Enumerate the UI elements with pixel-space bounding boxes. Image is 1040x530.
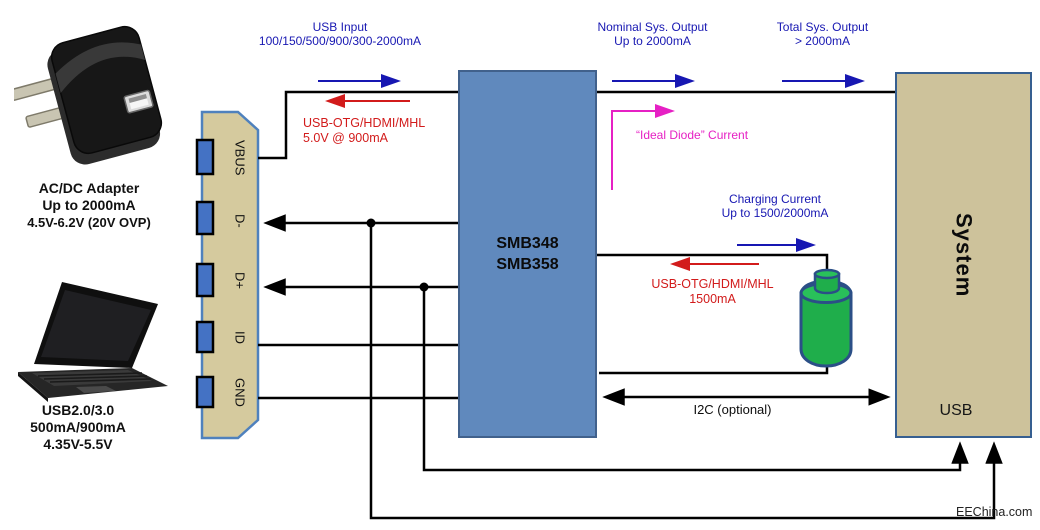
laptop-caption-line2: 500mA/900mA [30,419,126,435]
label-ideal-diode: “Ideal Diode” Current [636,128,749,142]
pin-id [195,320,215,354]
label-otg-top-line1: USB-OTG/HDMI/MHL [303,116,426,130]
wire-battery-return [599,360,829,375]
junction-dot-dplus [419,282,429,292]
label-charging-line2: Up to 1500/2000mA [721,206,829,220]
pin-label-dplus: D+ [232,271,248,289]
laptop-caption-line3: 4.35V-5.5V [43,436,113,452]
label-otg-top: USB-OTG/HDMI/MHL 5.0V @ 900mA [303,116,463,146]
laptop-image [18,282,168,402]
label-otg-mid-line2: 1500mA [689,292,736,306]
battery-icon [799,268,853,368]
pin-label-id: ID [232,330,248,344]
label-nominal-output: Nominal Sys. Output Up to 2000mA [570,20,735,48]
charger-ic-block: SMB348 SMB358 [458,70,597,438]
watermark: EEChina.com [956,505,1033,519]
laptop-touchpad [76,386,116,393]
label-usb-input: USB Input 100/150/500/900/300-2000mA [240,20,440,48]
label-charging-line1: Charging Current [728,192,822,206]
label-nominal-line2: Up to 2000mA [614,34,691,48]
pin-label-gnd: GND [232,377,248,407]
pin-dminus [195,200,215,236]
label-otg-mid: USB-OTG/HDMI/MHL 1500mA [645,277,780,307]
system-title: System [951,212,977,298]
pin-vbus [195,138,215,176]
adapter-caption-line2: Up to 2000mA [42,197,136,213]
adapter-caption-line3: 4.5V-6.2V (20V OVP) [27,215,151,230]
pin-label-vbus: VBUS [232,140,248,176]
ac-adapter-image [14,25,163,165]
pin-label-dminus: D- [232,214,248,228]
label-total-output: Total Sys. Output > 2000mA [745,20,900,48]
label-usb-input-line2: 100/150/500/900/300-2000mA [258,34,422,48]
label-otg-top-line2: 5.0V @ 900mA [303,131,388,145]
label-charging: Charging Current Up to 1500/2000mA [705,192,845,220]
signal-wires [258,90,1003,520]
pin-dplus [195,262,215,298]
junction-dot-dminus [366,218,376,228]
charger-ic-name-2: SMB358 [496,256,559,273]
adapter-body [47,25,163,165]
laptop-caption: USB2.0/3.0 500mA/900mA 4.35V-5.5V [10,402,146,453]
label-total-line1: Total Sys. Output [776,20,869,34]
label-otg-mid-line1: USB-OTG/HDMI/MHL [651,277,774,291]
label-nominal-line1: Nominal Sys. Output [597,20,708,34]
label-i2c: I2C (optional) [693,402,772,417]
system-block: System USB [895,72,1032,438]
charger-ic-name-1: SMB348 [496,235,559,252]
adapter-caption: AC/DC Adapter Up to 2000mA 4.5V-6.2V (20… [8,180,170,231]
arrow-ideal-diode [611,104,675,190]
label-total-line2: > 2000mA [794,34,851,48]
label-usb-input-line1: USB Input [312,20,368,34]
adapter-caption-line1: AC/DC Adapter [38,180,140,196]
system-usb-label: USB [939,402,973,419]
laptop-caption-line1: USB2.0/3.0 [41,402,115,418]
pin-gnd [195,375,215,409]
